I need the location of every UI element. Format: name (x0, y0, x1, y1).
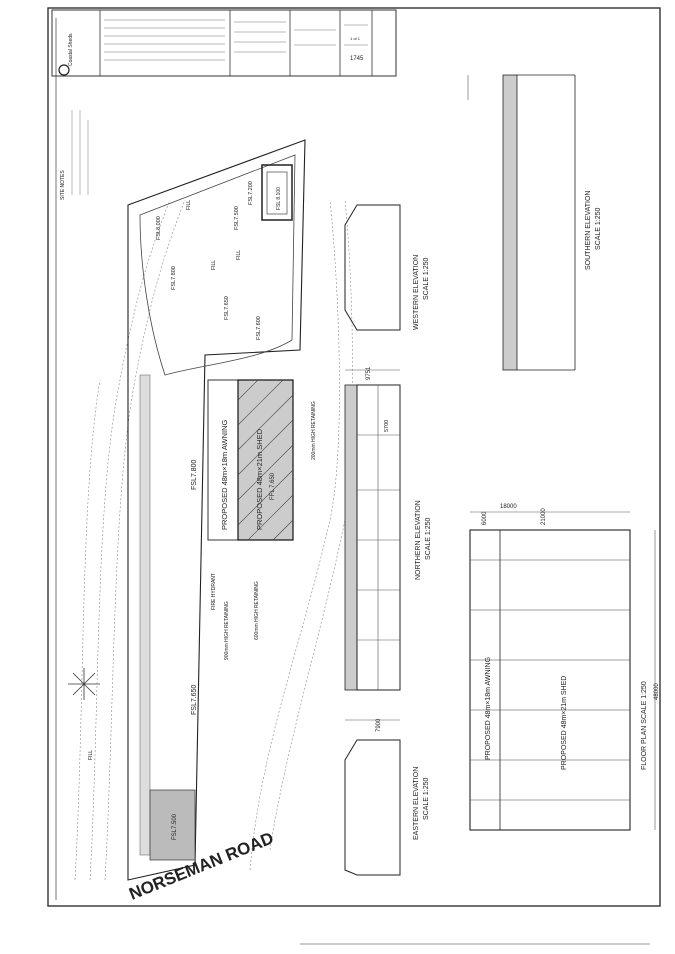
company-name: Coastal Sheds (68, 33, 74, 66)
water-tank (261, 164, 293, 221)
spot-level: FSL8.000 (156, 216, 162, 240)
southern-elevation-title: SOUTHERN ELEVATION (585, 191, 592, 270)
retaining-label: 900mm HIGH RETAINING (224, 601, 230, 660)
western-elevation: WESTERN ELEVATION SCALE 1:250 (344, 204, 430, 331)
southern-elevation-scale: SCALE 1:250 (595, 207, 602, 250)
southern-elevation: SOUTHERN ELEVATION SCALE 1:250 (467, 74, 602, 371)
eastern-elevation-title: EASTERN ELEVATION (413, 767, 420, 840)
drawing-number: 1745 (350, 56, 364, 62)
floor-plan-dim-shed: 21000 (541, 508, 547, 525)
eastern-elevation: 7900 EASTERN ELEVATION SCALE 1:250 (344, 718, 430, 876)
site-notes-lines (71, 110, 89, 195)
awning-label: PROPOSED 48m×18m AWNING (220, 419, 229, 530)
spot-level: FSL7.200 (248, 181, 254, 205)
road-crossover-hatch (149, 789, 196, 861)
floor-plan-shed-label: PROPOSED 48m×21m SHED (561, 676, 568, 770)
spot-level: FSL7.500 (234, 206, 240, 230)
retaining-label: 600mm HIGH RETAINING (254, 581, 260, 640)
floor-plan-length: 48000 (654, 683, 660, 700)
spot-level: FSL7.800 (171, 266, 177, 290)
floor-plan: 6000 18000 21000 PROPOSED 48m×18m AWNING… (469, 504, 660, 831)
eastern-elevation-dim-height: 7900 (376, 718, 382, 732)
northern-elevation-scale: SCALE 1:250 (425, 517, 432, 560)
sheet-number: 1 of 1 (350, 36, 361, 41)
access-road-strip (139, 374, 151, 856)
eastern-elevation-scale: SCALE 1:250 (423, 777, 430, 820)
northern-elevation: 9751 5700 NORTHERN ELEVATION SCALE 1:250 (344, 366, 432, 691)
northern-elevation-title: NORTHERN ELEVATION (415, 500, 422, 580)
floor-plan-dim-small: 6000 (482, 511, 488, 525)
western-elevation-title: WESTERN ELEVATION (413, 255, 420, 330)
site-boundary (127, 139, 306, 881)
retaining-label: 200mm HIGH RETAINING (311, 401, 317, 460)
floor-plan-dim-awning: 18000 (500, 504, 517, 510)
floor-plan-title: FLOOR PLAN SCALE 1:250 (641, 681, 648, 770)
shed-ffl-label: FFL 7.650 (270, 472, 276, 500)
western-elevation-scale: SCALE 1:250 (423, 257, 430, 300)
shed-hatch-lines (237, 379, 294, 541)
tank-label: FSL 8.100 (276, 187, 282, 210)
company-logo-icon (58, 64, 70, 76)
title-block: Coastal Sheds 1745 1 of 1 (51, 9, 397, 77)
proposed-shed-hatched (237, 379, 294, 541)
fire-hydrant-label: FIRE HYDRANT (211, 573, 217, 610)
spot-level: FSL7.800 (191, 460, 198, 490)
fill-label: FILL (186, 200, 192, 210)
fill-label: FILL (88, 750, 94, 760)
spot-level: FSL7.500 (172, 813, 178, 840)
northern-elevation-dim-mid: 5700 (384, 420, 390, 432)
floor-plan-awning-label: PROPOSED 48m×18m AWNING (485, 657, 492, 760)
contour-lines (74, 199, 353, 881)
sheet-border (47, 7, 661, 907)
site-notes-title: SITE NOTES (60, 170, 66, 200)
spot-level: FSL7.650 (224, 296, 230, 320)
shed-label: PROPOSED 48m×21m SHED (255, 428, 264, 530)
fill-label: FILL (236, 250, 242, 260)
spot-level: FSL7.650 (191, 685, 198, 715)
fill-label: FILL (211, 260, 217, 270)
spot-level: FSL7.600 (256, 316, 262, 340)
north-arrow-icon (68, 668, 100, 700)
pad-boundary (139, 154, 296, 376)
northern-elevation-dim-height: 9751 (366, 366, 372, 380)
